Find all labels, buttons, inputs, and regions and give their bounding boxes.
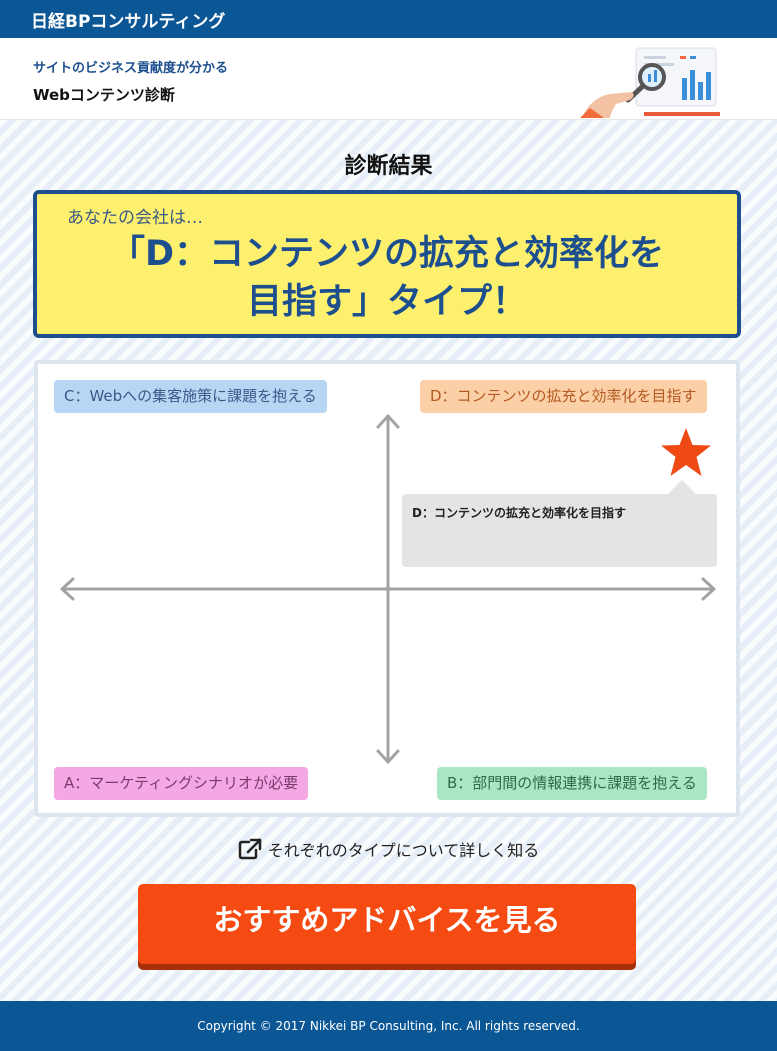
positioning-map: C：Webへの集客施策に課題を抱える D：コンテンツの拡充と効率化を目指す A：… xyxy=(34,360,740,817)
view-advice-button[interactable]: おすすめアドバイスを見る xyxy=(138,884,636,964)
result-type-box: あなたの会社は… 「D：コンテンツの拡充と効率化を 目指す」タイプ！ xyxy=(33,190,741,338)
brand-logo[interactable]: 日経BPコンサルティング xyxy=(31,12,226,32)
horizontal-axis-right-arrow xyxy=(701,577,716,601)
magnifier-chart-illustration xyxy=(580,47,720,118)
result-type: 「D：コンテンツの拡充と効率化を 目指す」タイプ！ xyxy=(37,230,737,326)
horizontal-axis-left-arrow xyxy=(60,577,75,601)
top-bar: 日経BPコンサルティング xyxy=(0,0,777,38)
footer: Copyright © 2017 Nikkei BP Consulting, I… xyxy=(0,1001,777,1051)
result-tooltip: D：コンテンツの拡充と効率化を目指す xyxy=(402,480,717,567)
copyright: Copyright © 2017 Nikkei BP Consulting, I… xyxy=(197,1019,580,1033)
header-subtitle: サイトのビジネス貢献度が分かる xyxy=(33,61,229,76)
result-heading: 診断結果 xyxy=(344,154,433,179)
page-header: サイトのビジネス貢献度が分かる Webコンテンツ診断 xyxy=(0,38,777,120)
quadrant-label-a: A：マーケティングシナリオが必要 xyxy=(54,767,309,800)
result-tooltip-text: D：コンテンツの拡充と効率化を目指す xyxy=(412,506,626,520)
quadrant-label-b: B：部門間の情報連携に課題を抱える xyxy=(437,767,707,800)
result-type-line2: 目指す」タイプ！ xyxy=(246,282,527,322)
vertical-axis-bottom-arrow xyxy=(376,749,400,764)
quadrant-label-c: C：Webへの集客施策に課題を抱える xyxy=(54,380,327,413)
star-icon xyxy=(661,428,711,476)
header-title: Webコンテンツ診断 xyxy=(33,86,175,104)
external-link-icon xyxy=(238,838,261,860)
quadrant-label-d: D：コンテンツの拡充と効率化を目指す xyxy=(420,380,707,413)
type-details-link[interactable]: それぞれのタイプについて詳しく知る xyxy=(0,837,777,861)
vertical-axis-top-arrow xyxy=(376,414,400,429)
result-type-line1: 「D：コンテンツの拡充と効率化を xyxy=(109,234,665,274)
map-axes xyxy=(60,414,716,764)
type-details-link-label[interactable]: それぞれのタイプについて詳しく知る xyxy=(267,841,540,860)
result-lead: あなたの会社は… xyxy=(67,208,203,228)
